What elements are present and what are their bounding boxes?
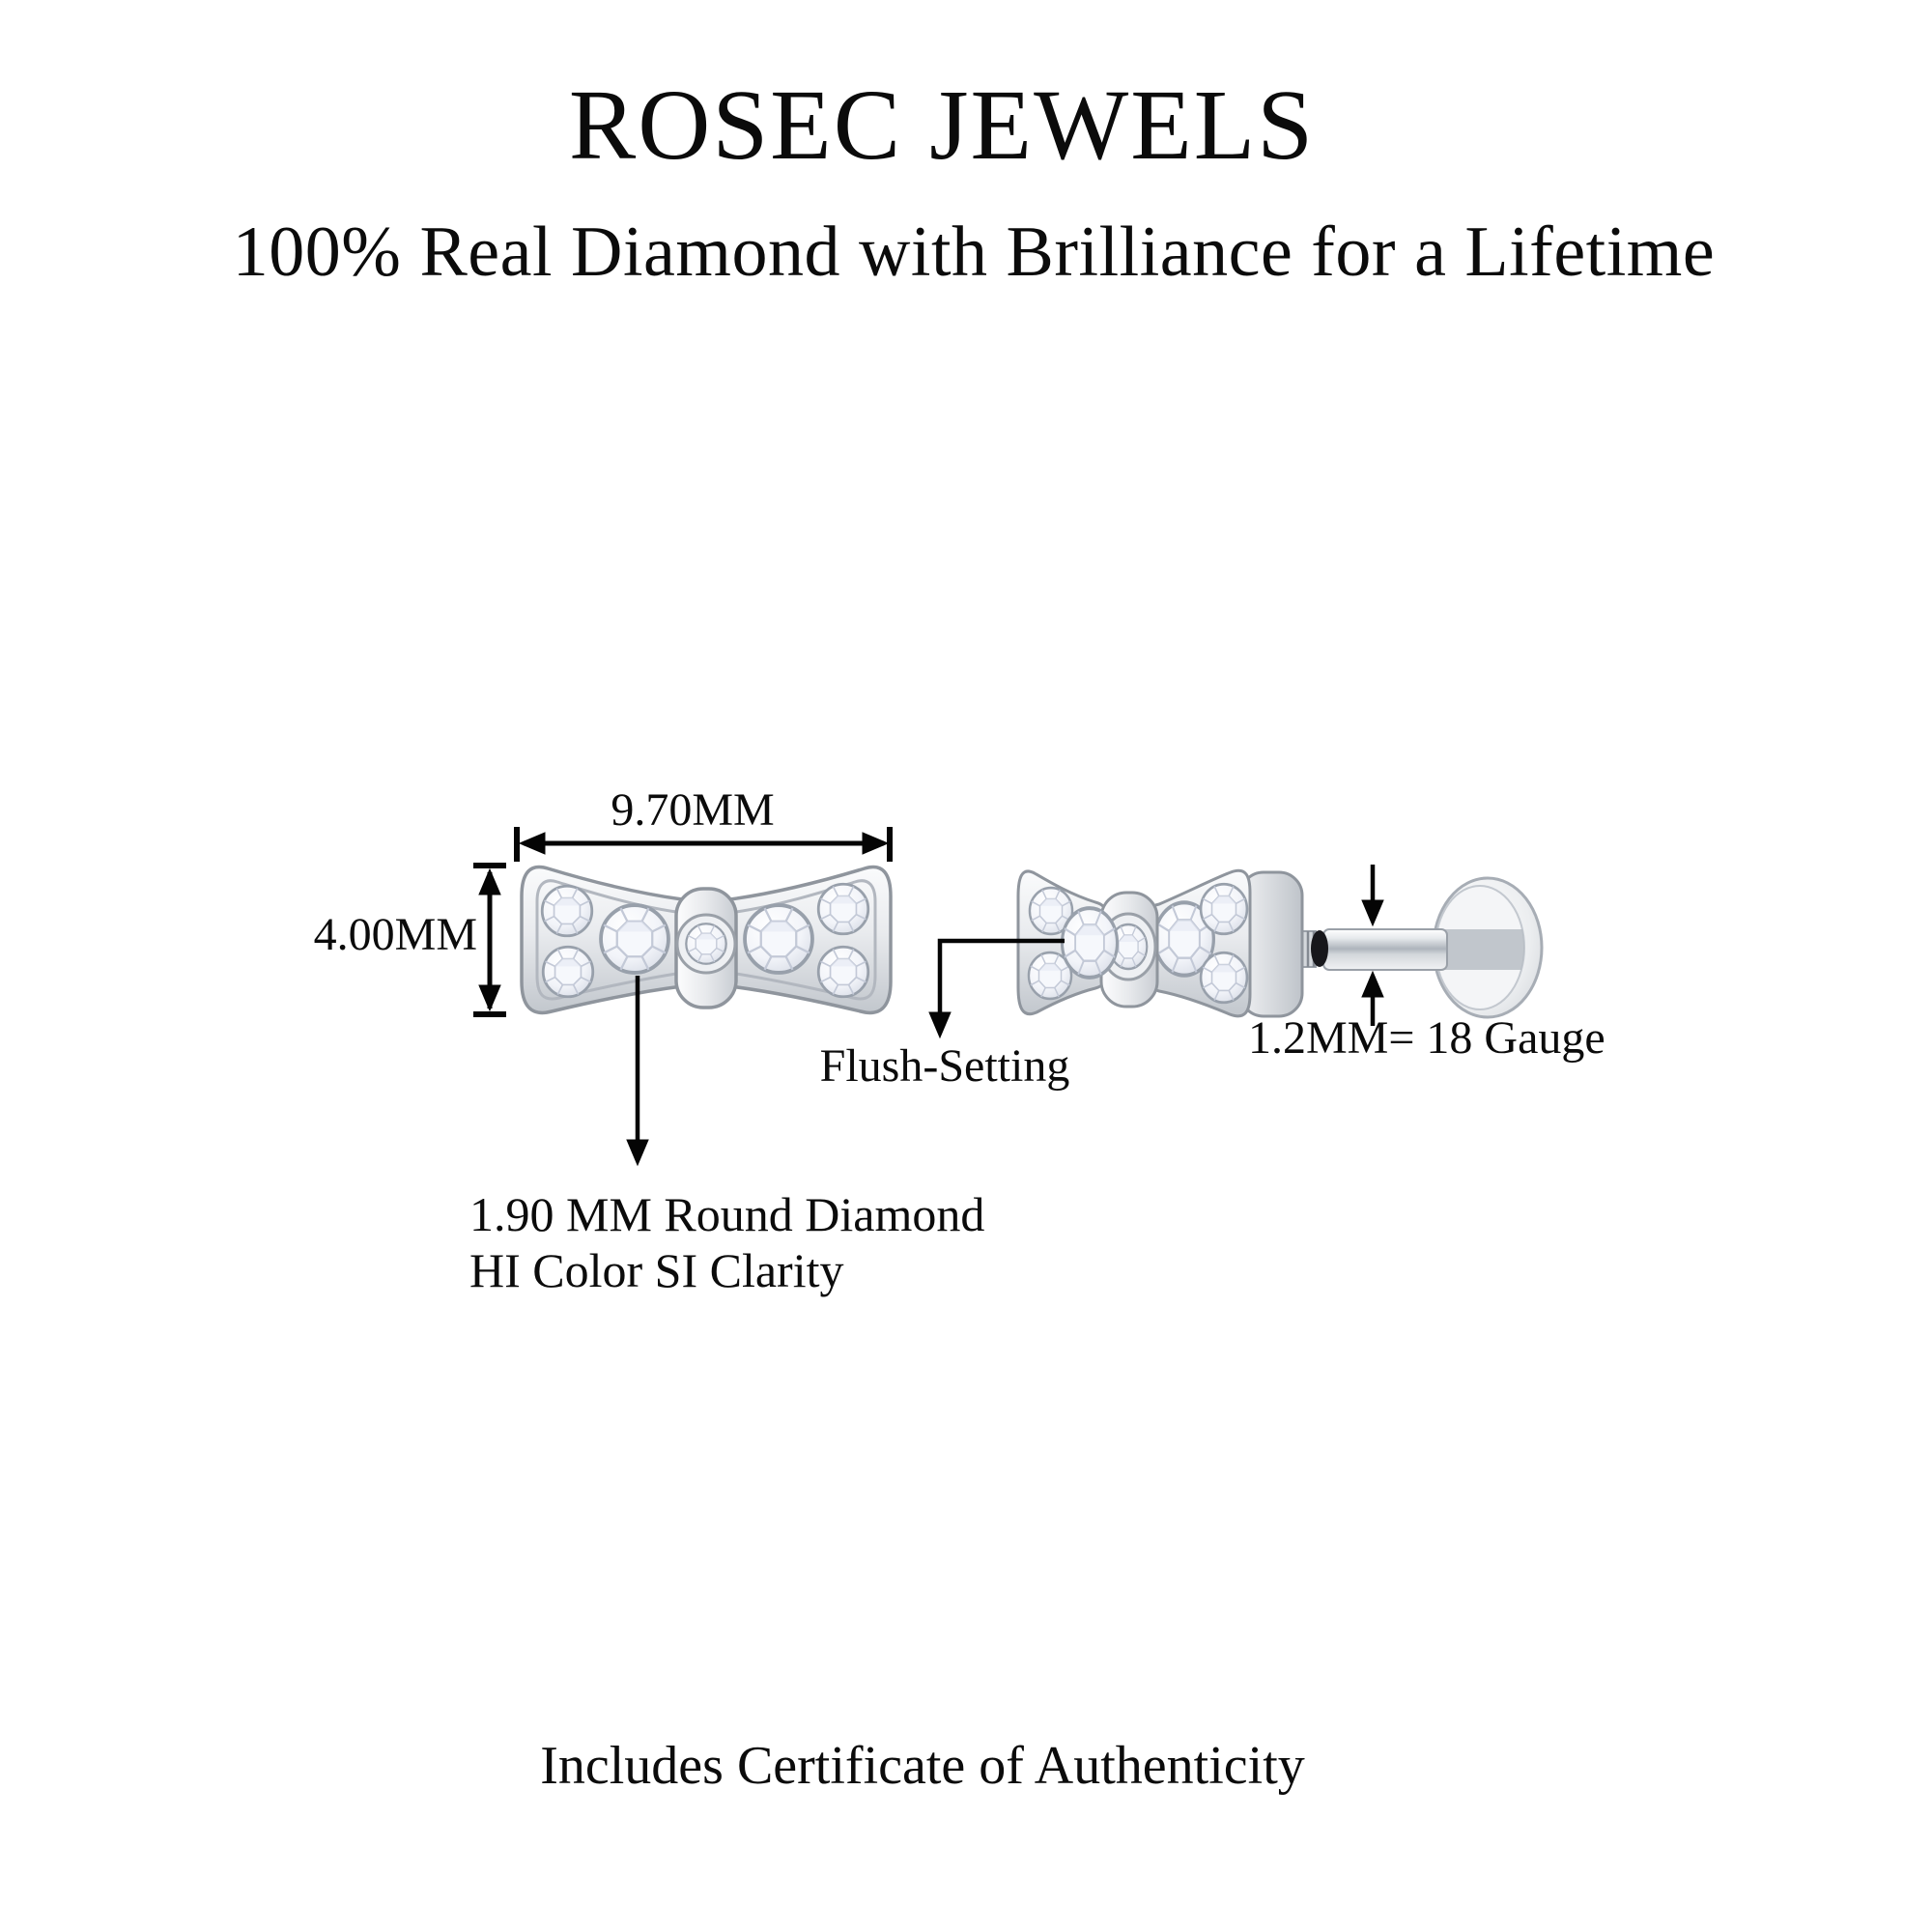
certificate-note: Includes Certificate of Authenticity (540, 1736, 1305, 1796)
bow-rim-detail (535, 879, 677, 1001)
diamond-gem (541, 945, 595, 999)
diamond-gem (1060, 906, 1120, 980)
left-earring-front-view (520, 865, 893, 1015)
diamond-gem (816, 945, 870, 999)
diamond-gem (816, 882, 870, 936)
labret-disc (1432, 876, 1544, 1019)
stone-spec-line1: 1.90 MM Round Diamond (469, 1187, 985, 1241)
stone-spec-line2: HI Color SI Clarity (469, 1243, 844, 1297)
diamond-gem (743, 903, 814, 975)
stone-leader-arrow (626, 976, 649, 1167)
diamond-gem (540, 884, 594, 938)
height-dimension-label: 4.00MM (313, 909, 477, 960)
post-gauge-label: 1.2MM= 18 Gauge (1248, 1012, 1605, 1064)
diamond-gem (1199, 951, 1249, 1005)
tagline: 100% Real Diamond with Brilliance for a … (232, 213, 1716, 292)
bow-knot (674, 887, 738, 1009)
flush-setting-label: Flush-Setting (819, 1040, 1070, 1092)
right-earring-side-view (1016, 868, 1544, 1019)
labret-post (1322, 928, 1448, 971)
diamond-gem (1199, 882, 1249, 936)
stone-spec-label: 1.90 MM Round Diamond HI Color SI Clarit… (469, 1186, 984, 1298)
height-dimension-arrow (473, 863, 506, 1017)
diamond-gem (599, 903, 670, 975)
diamond-gem (685, 923, 727, 965)
bow-rim-detail (735, 879, 877, 1001)
o-ring (1311, 930, 1328, 967)
width-dimension-arrow (514, 827, 893, 862)
post-gauge-arrows (1361, 865, 1384, 1026)
width-dimension-label: 9.70MM (611, 784, 775, 836)
brand-title: ROSEC JEWELS (568, 70, 1316, 181)
flush-setting-leader-arrow (928, 938, 1065, 1039)
